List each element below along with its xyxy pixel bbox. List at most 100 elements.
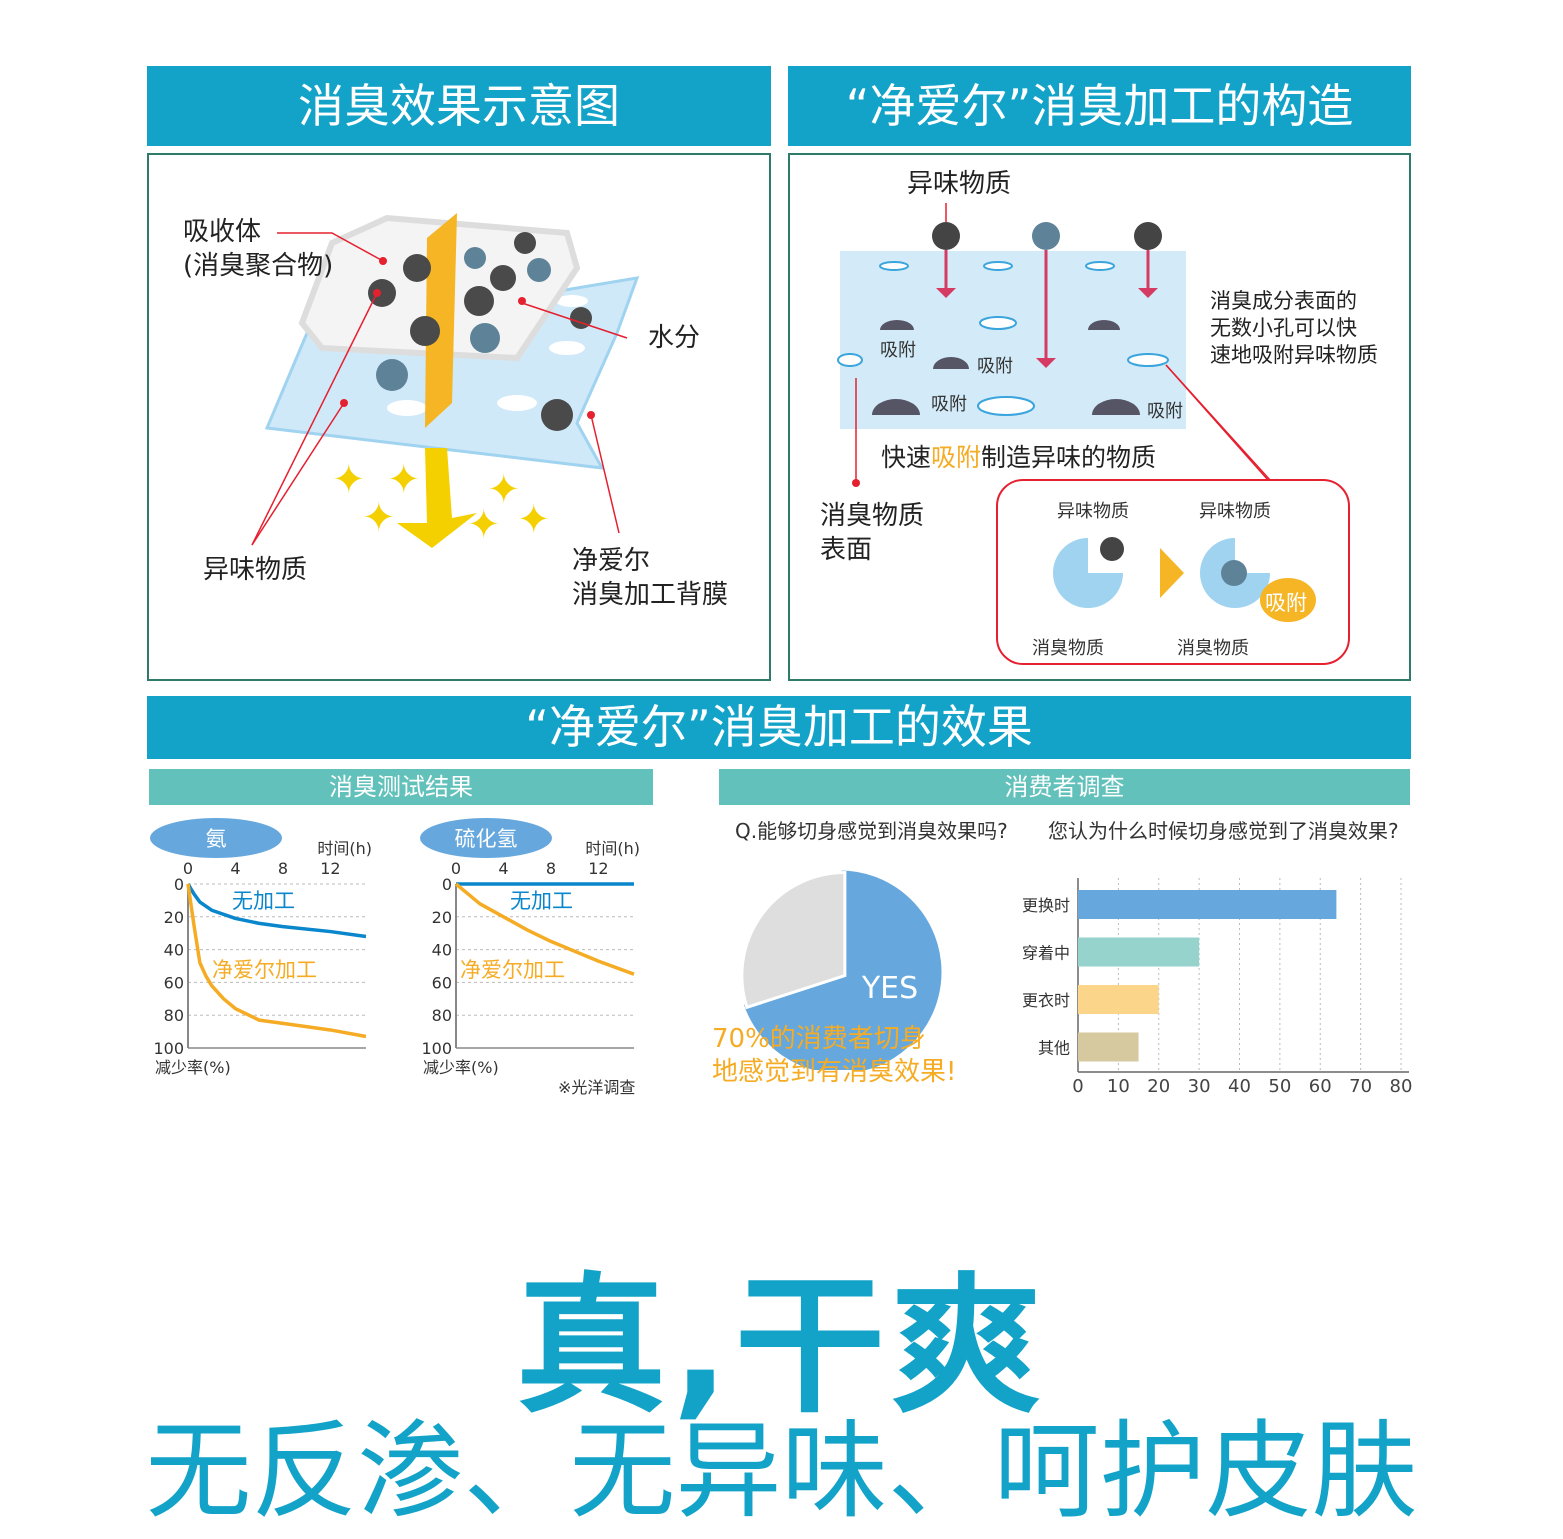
adsorb-label-3: 吸附: [931, 394, 967, 415]
y-tick-label: 80: [432, 1006, 452, 1025]
desc-line-1: 消臭成分表面的: [1210, 289, 1357, 313]
category-label: 其他: [1038, 1039, 1070, 1058]
svg-text:✦: ✦: [332, 457, 366, 503]
question-1: Q.能够切身感觉到消臭效果吗?: [735, 819, 1008, 843]
y-tick-label: 100: [421, 1039, 452, 1058]
absorber-label: 吸收体(消臭聚合物): [183, 216, 333, 284]
x-tick-label: 80: [1390, 1076, 1413, 1097]
y-tick-label: 20: [432, 908, 452, 927]
desc-line-3: 速地吸附异味物质: [1210, 343, 1378, 367]
survey-title: 消费者调查: [719, 769, 1410, 805]
surface-line-2: 表面: [820, 534, 873, 565]
effect-title: “净爱尔”消臭加工的效果: [147, 696, 1411, 759]
pie-label: YES: [861, 971, 918, 1006]
x-tick-label: 4: [230, 859, 240, 878]
structure-illustration: [837, 203, 1350, 665]
x-tick-label: 60: [1309, 1076, 1332, 1097]
series-label: 净爱尔加工: [460, 958, 565, 982]
x-axis-label: 时间(h): [317, 839, 372, 858]
survey-note: ※光洋调查: [558, 1078, 636, 1097]
category-label: 更换时: [1022, 896, 1070, 915]
pie-chart: YES: [740, 867, 945, 1070]
absorber-sub-text: (消臭聚合物): [183, 250, 334, 281]
category-label: 穿着中: [1022, 944, 1070, 963]
test-title: 消臭测试结果: [149, 769, 653, 805]
film-label: 净爱尔消臭加工背膜: [572, 545, 728, 613]
inset-deo-1: 消臭物质: [1032, 638, 1104, 659]
adsorb-label-2: 吸附: [977, 356, 1013, 377]
x-tick-label: 50: [1268, 1076, 1291, 1097]
y-tick-label: 80: [164, 1006, 184, 1025]
odor-substance-label: 异味物质: [907, 169, 1012, 199]
svg-text:✦: ✦: [487, 467, 521, 513]
chart-title: 氨: [206, 827, 227, 851]
film-text-1: 净爱尔: [572, 546, 651, 576]
x-tick-label: 8: [546, 859, 556, 878]
pie-caption-1: 70%的消费者切身: [712, 1024, 926, 1054]
structure-panel: [788, 153, 1411, 681]
inset-deo-2: 消臭物质: [1177, 638, 1249, 659]
y-axis-label: 减少率(%): [155, 1058, 231, 1077]
h2s-chart: 硫化氢时间(h) 减少率(%) 0 20 40 60 80 100 0 4 8 12 无加工净爱尔加工: [420, 818, 640, 1077]
adsorb-label-4: 吸附: [1147, 401, 1183, 422]
series-line: [186, 883, 367, 1039]
x-tick-label: 0: [451, 859, 461, 878]
x-tick-label: 4: [498, 859, 508, 878]
svg-text:✦: ✦: [387, 457, 421, 503]
svg-text:✦: ✦: [517, 497, 551, 543]
chart-title-badge: [150, 818, 282, 858]
y-tick-label: 100: [153, 1039, 184, 1058]
x-tick-label: 30: [1188, 1076, 1211, 1097]
x-tick-label: 12: [588, 859, 608, 878]
series-line: [186, 883, 367, 939]
fast-post-text: 制造异味的物质: [981, 443, 1157, 472]
pore-description: 消臭成分表面的无数小孔可以快速地吸附异味物质: [1210, 288, 1378, 369]
desc-line-2: 无数小孔可以快: [1210, 316, 1357, 340]
film-text-2: 消臭加工背膜: [572, 579, 729, 610]
series-label: 无加工: [510, 889, 573, 913]
absorber-text: 吸收体: [183, 217, 262, 247]
x-tick-label: 20: [1147, 1076, 1170, 1097]
chart-title-badge: [420, 818, 552, 858]
y-tick-label: 40: [432, 941, 452, 960]
inset-adsorb: 吸附: [1265, 591, 1307, 615]
x-tick-label: 40: [1228, 1076, 1251, 1097]
x-tick-label: 70: [1349, 1076, 1372, 1097]
y-tick-label: 60: [164, 973, 184, 992]
fast-text: 快速: [881, 443, 932, 472]
surface-label: 消臭物质表面: [820, 500, 924, 568]
y-tick-label: 20: [164, 908, 184, 927]
y-tick-label: 0: [174, 875, 184, 894]
water-label: 水分: [648, 323, 701, 353]
series-label: 无加工: [232, 889, 295, 913]
y-tick-label: 60: [432, 973, 452, 992]
pie-caption: 70%的消费者切身地感觉到有消臭效果!: [712, 1023, 956, 1089]
fast-adsorb-caption: 快速吸附制造异味的物质: [881, 438, 1156, 474]
inset-odor-1: 异味物质: [1057, 501, 1129, 522]
y-tick-label: 40: [164, 941, 184, 960]
slogan-main: 真,干爽: [516, 1260, 1047, 1434]
chart-title: 硫化氢: [455, 827, 518, 851]
bar: [1078, 1032, 1139, 1062]
diagram-title: 消臭效果示意图: [147, 66, 771, 146]
bar: [1078, 937, 1200, 967]
svg-text:✦: ✦: [362, 495, 396, 541]
bar: [1078, 985, 1159, 1014]
surface-line-1: 消臭物质: [820, 501, 925, 531]
y-tick-label: 0: [442, 875, 452, 894]
adsorb-highlight: 吸附: [931, 443, 982, 472]
category-label: 更衣时: [1022, 991, 1070, 1010]
y-axis-label: 减少率(%): [423, 1058, 499, 1077]
pie-caption-2: 地感觉到有消臭效果!: [712, 1057, 957, 1087]
x-tick-label: 12: [320, 859, 340, 878]
x-tick-label: 0: [1072, 1076, 1083, 1097]
adsorb-label-1: 吸附: [880, 340, 916, 361]
x-axis-label: 时间(h): [585, 839, 640, 858]
series-line: [454, 882, 635, 976]
bar: [1078, 890, 1337, 919]
x-tick-label: 10: [1107, 1076, 1130, 1097]
deodorize-illustration: ✦✦✦✦✦✦: [251, 213, 640, 548]
inset-odor-2: 异味物质: [1199, 501, 1271, 522]
